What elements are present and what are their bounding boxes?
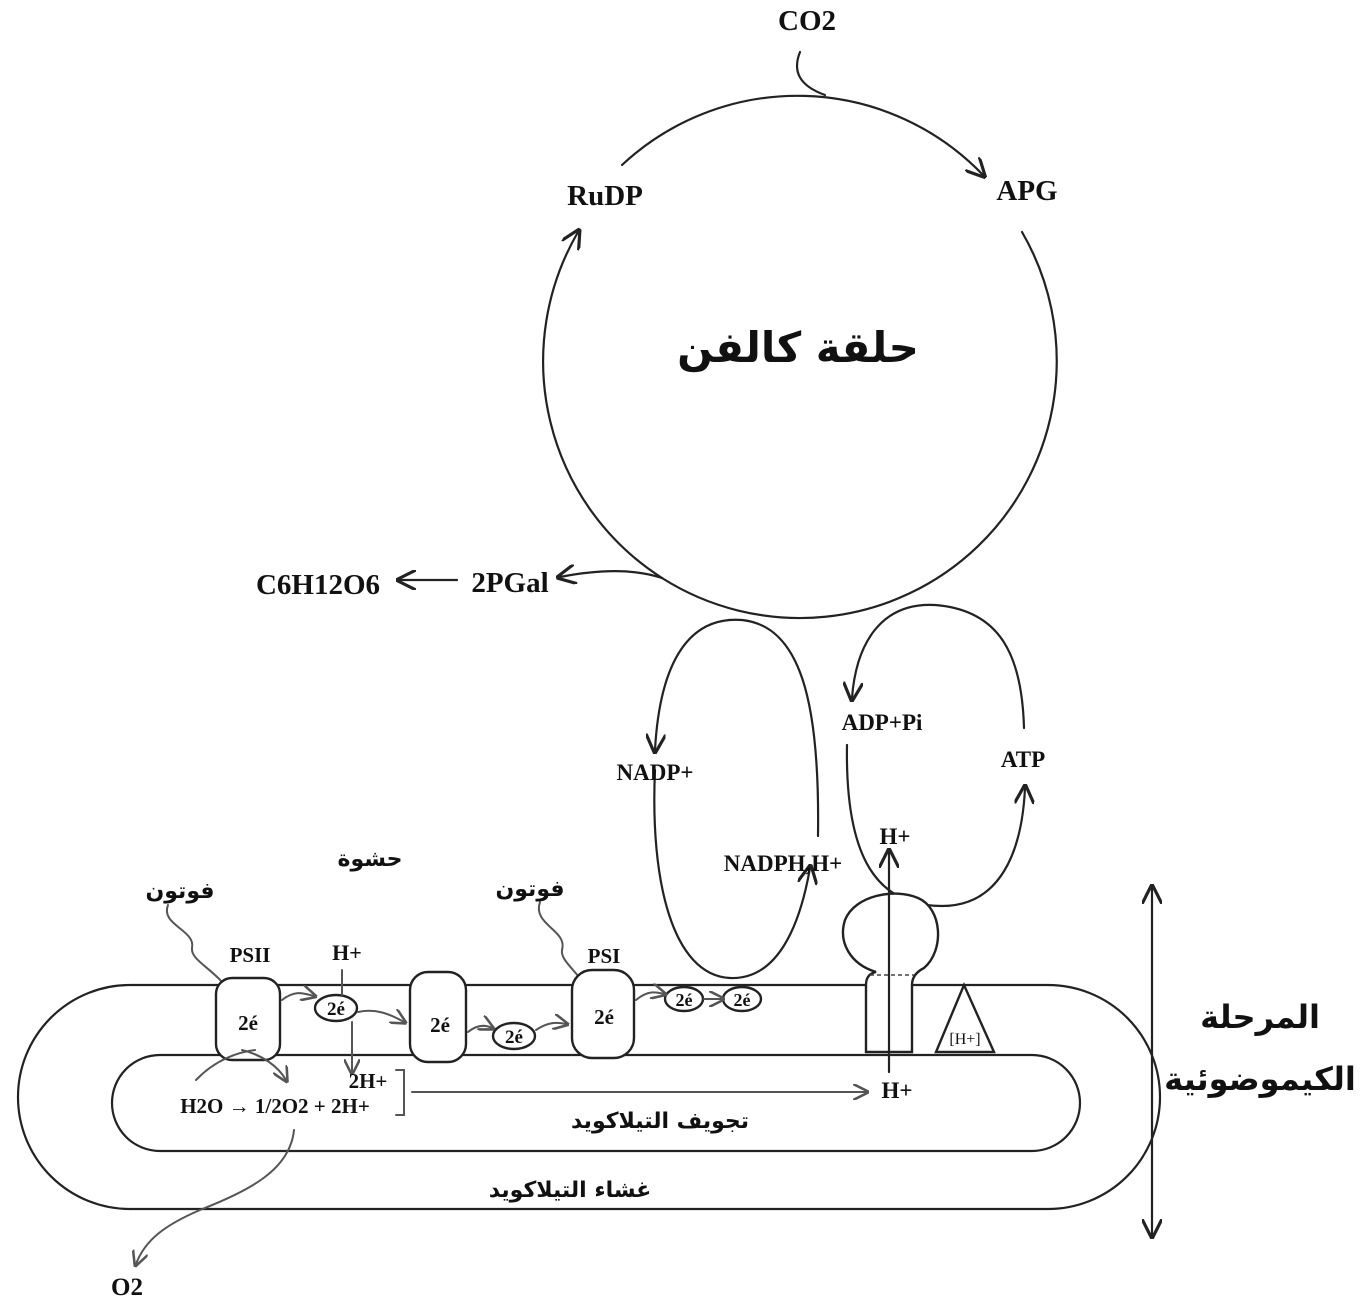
cytochrome-electron: 2é	[430, 1013, 450, 1037]
calvin-cycle-title: حلقة كالفن	[677, 323, 919, 373]
psii-electron: 2é	[238, 1011, 258, 1035]
phase-label-line2: الكيموضوئية	[1164, 1060, 1356, 1098]
co2-label: CO2	[778, 5, 836, 37]
oxygen-label: O2	[111, 1274, 143, 1301]
thylakoid: حشوة فوتون فوتون PSII 2é 2é H+ 2é 2é PSI…	[18, 824, 1160, 1301]
electron-arrow-2	[358, 1011, 404, 1022]
electron-arrow-4	[536, 1023, 566, 1030]
atp-loop-arrow	[847, 745, 1025, 906]
phase-label-line1: المرحلة	[1200, 998, 1320, 1036]
proton-lumen-label: H+	[882, 1078, 913, 1103]
psi-electron: 2é	[594, 1005, 614, 1029]
photon-label-psi: فوتون	[495, 877, 564, 902]
calvin-arc-right	[662, 232, 1057, 618]
cofactor-loops: NADP+ NADPH,H+ ADP+Pi ATP	[617, 605, 1046, 978]
carrier-2-electron: 2é	[505, 1027, 523, 1048]
carrier-4-electron: 2é	[734, 990, 751, 1010]
pgal-arrow	[560, 571, 662, 578]
atp-synthase-proton-label: H+	[880, 824, 911, 849]
atp-synthase	[843, 894, 938, 1052]
carrier-1-electron: 2é	[327, 999, 345, 1020]
lumen-label: تجويف التيلاكويد	[571, 1109, 749, 1134]
calvin-arc-top	[622, 96, 983, 175]
proton-2h-label: 2H+	[349, 1069, 388, 1093]
atp-label: ATP	[1001, 747, 1045, 772]
photon-label-psii: فوتون	[145, 879, 214, 904]
stroma-label: حشوة	[337, 847, 402, 872]
carrier-3-electron: 2é	[676, 990, 693, 1010]
electron-arrow-3	[468, 1026, 492, 1032]
psi-label: PSI	[588, 944, 621, 968]
calvin-cycle: CO2 RuDP APG حلقة كالفن 2PGal C6H12O6	[256, 5, 1058, 618]
electron-arrow-5	[636, 992, 664, 1000]
water-reaction-label: H2O → 1/2O2 + 2H+	[180, 1094, 370, 1118]
proton-top-label: H+	[332, 940, 362, 965]
phase-indicator: المرحلة الكيموضوئية	[1152, 888, 1356, 1235]
glucose-label: C6H12O6	[256, 569, 380, 601]
membrane-label: غشاء التيلاكويد	[489, 1178, 652, 1203]
calvin-arc-left	[543, 232, 662, 578]
apg-label: APG	[996, 175, 1057, 207]
co2-entry-arrow	[797, 52, 825, 95]
electron-arrow-1	[282, 993, 314, 1000]
nadp-loop-arrow	[655, 620, 818, 836]
nadph-label: NADPH,H+	[724, 851, 843, 876]
adp-label: ADP+Pi	[842, 710, 923, 735]
rudp-label: RuDP	[567, 180, 643, 212]
psii-label: PSII	[230, 943, 271, 967]
nadp-label: NADP+	[617, 760, 694, 785]
proton-gradient-label: [H+]	[949, 1031, 980, 1048]
pgal-label: 2PGal	[471, 567, 548, 599]
proton-bracket	[396, 1070, 404, 1115]
